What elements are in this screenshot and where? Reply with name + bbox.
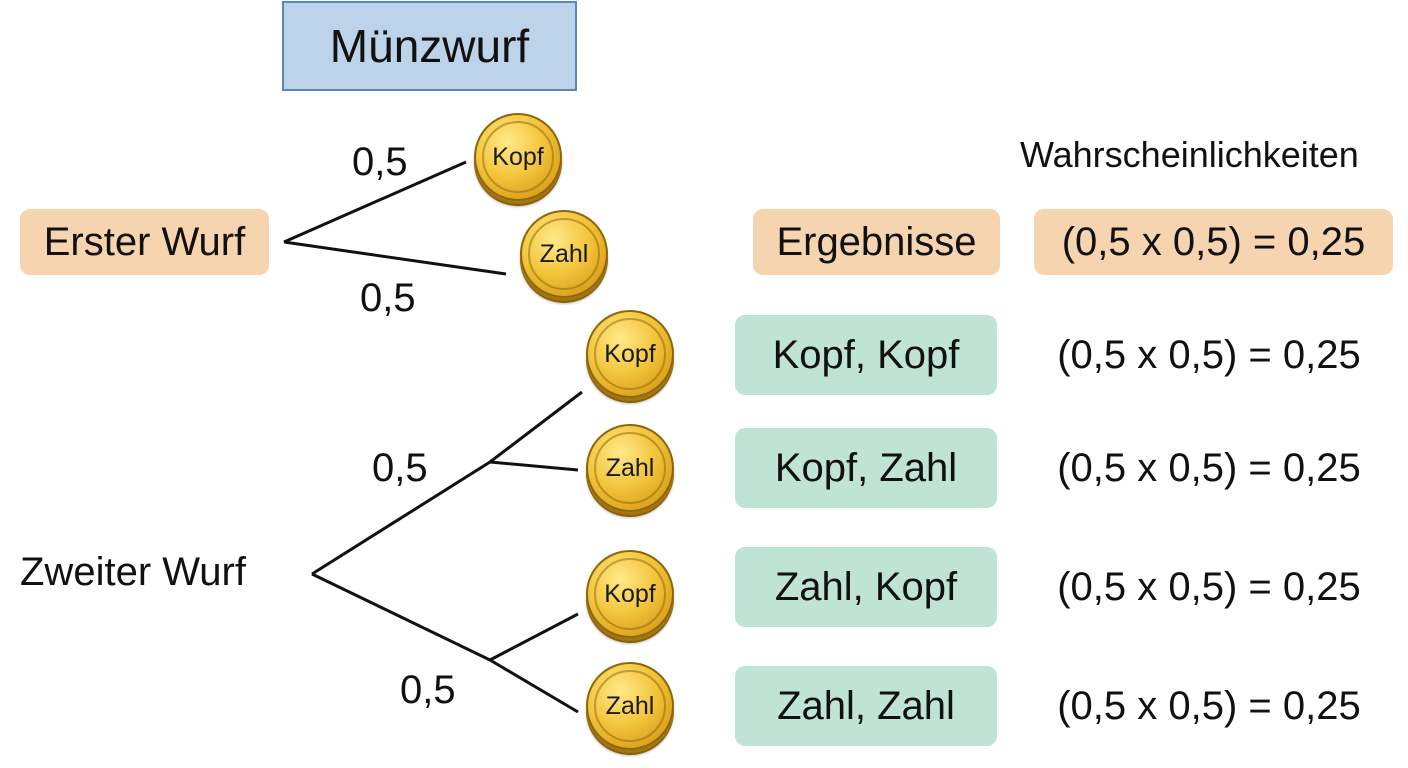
results-header: Ergebnisse	[753, 209, 1000, 275]
coin-label: Zahl	[528, 218, 600, 290]
outcome-box: Zahl, Zahl	[735, 666, 997, 746]
probabilities-header: Wahrscheinlichkeiten	[1020, 134, 1359, 175]
zahl-coin-icon: Zahl	[586, 424, 674, 512]
branch-line-first-lower	[283, 240, 507, 276]
branch-line-second-upper	[311, 460, 491, 576]
branch-line-kopf-1	[489, 390, 583, 464]
zahl-coin-icon: Zahl	[586, 662, 674, 750]
coin-label: Kopf	[482, 121, 554, 193]
second-upper-probability: 0,5	[372, 446, 428, 490]
first-throw-label: Erster Wurf	[20, 209, 269, 275]
kopf-coin-icon: Kopf	[586, 310, 674, 398]
outcome-calculation: (0,5 x 0,5) = 0,25	[1057, 564, 1361, 609]
kopf-coin-icon: Kopf	[474, 113, 562, 201]
branch-line-kopf-2	[489, 612, 579, 662]
coin-label: Kopf	[594, 318, 666, 390]
page-title: Münzwurf	[282, 1, 577, 91]
second-lower-probability: 0,5	[400, 668, 456, 712]
header-calculation: (0,5 x 0,5) = 0,25	[1034, 209, 1393, 275]
kopf-coin-icon: Kopf	[586, 550, 674, 638]
branch-line-zahl-2	[489, 658, 579, 714]
outcome-calculation: (0,5 x 0,5) = 0,25	[1057, 683, 1361, 728]
first-lower-probability: 0,5	[360, 276, 416, 320]
outcome-box: Kopf, Zahl	[735, 428, 997, 508]
coin-label: Zahl	[594, 670, 666, 742]
branch-line-first-upper	[283, 160, 467, 244]
outcome-calculation: (0,5 x 0,5) = 0,25	[1057, 332, 1361, 377]
zahl-coin-icon: Zahl	[520, 210, 608, 298]
second-throw-label: Zweiter Wurf	[20, 550, 246, 594]
outcome-box: Kopf, Kopf	[735, 315, 997, 395]
outcome-calculation: (0,5 x 0,5) = 0,25	[1057, 445, 1361, 490]
branch-line-zahl-1	[489, 460, 579, 472]
branch-line-second-lower	[311, 572, 491, 662]
outcome-box: Zahl, Kopf	[735, 547, 997, 627]
coin-label: Zahl	[594, 432, 666, 504]
coin-label: Kopf	[594, 558, 666, 630]
first-upper-probability: 0,5	[352, 140, 408, 184]
